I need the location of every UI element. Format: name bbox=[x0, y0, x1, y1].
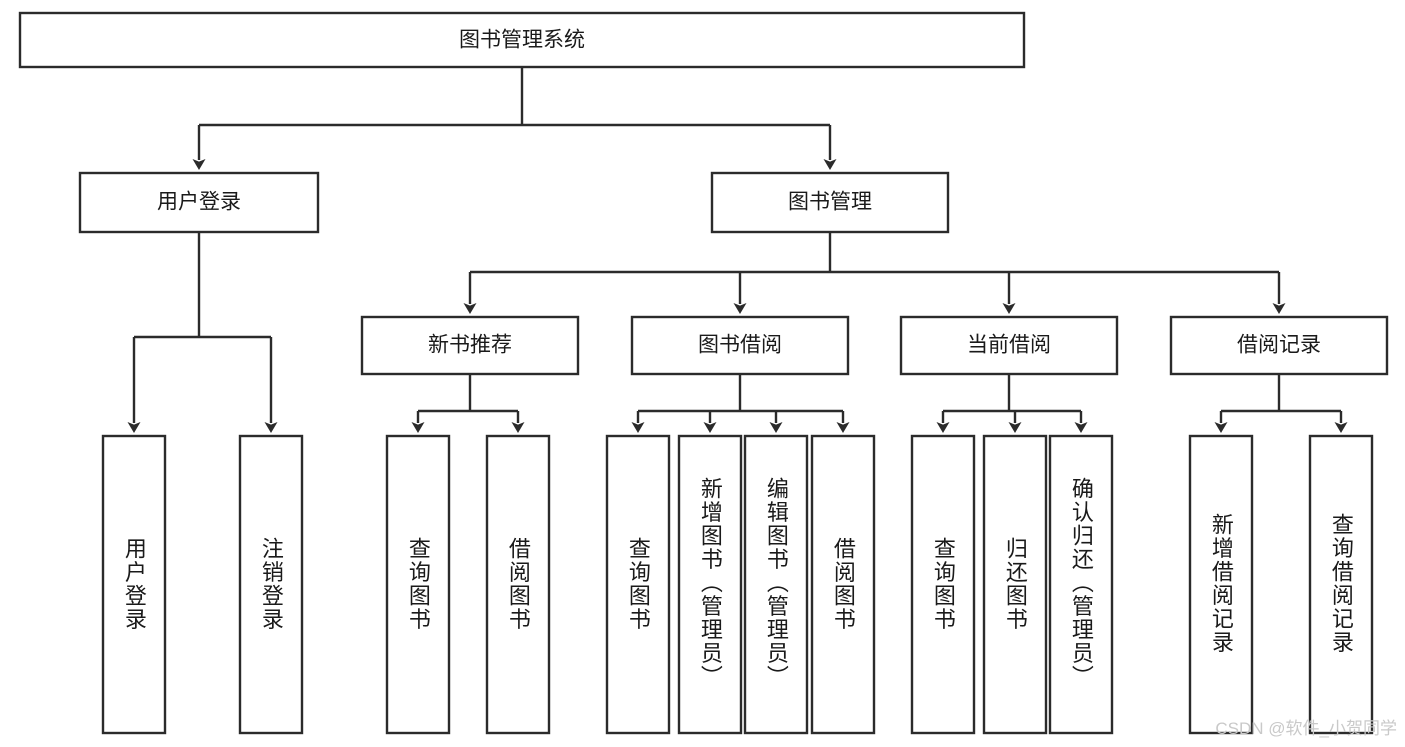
node-borrow-record-label: 借阅记录 bbox=[1237, 334, 1321, 357]
leaf-node-box[interactable] bbox=[910, 434, 976, 735]
leaf-node-box[interactable] bbox=[385, 434, 451, 735]
leaf-node-box[interactable] bbox=[743, 434, 809, 735]
connector-book-borrow-to-leaves bbox=[631, 374, 850, 433]
node-book-management[interactable]: 图书管理 bbox=[710, 171, 950, 234]
node-book-borrow[interactable]: 图书借阅 bbox=[630, 315, 850, 376]
node-user-login-label: 用户登录 bbox=[157, 191, 241, 214]
leaf-node-group bbox=[101, 434, 1374, 735]
node-current-borrow-box bbox=[899, 315, 1119, 376]
leaf-node-box[interactable] bbox=[238, 434, 304, 735]
connector-new-book-recommend-to-leaves bbox=[411, 374, 525, 433]
leaf-node-box[interactable] bbox=[1048, 434, 1114, 735]
leaf-node-box[interactable] bbox=[101, 434, 167, 735]
node-book-borrow-label: 图书借阅 bbox=[698, 334, 782, 357]
node-user-login-box bbox=[78, 171, 320, 234]
leaf-node-box[interactable] bbox=[605, 434, 671, 735]
watermark-text: CSDN @软件_小贺同学 bbox=[1215, 719, 1397, 738]
node-root-box bbox=[18, 11, 1026, 69]
node-root-label: 图书管理系统 bbox=[459, 29, 585, 52]
node-current-borrow[interactable]: 当前借阅 bbox=[899, 315, 1119, 376]
node-book-management-label: 图书管理 bbox=[788, 191, 872, 214]
node-new-book-recommend-label: 新书推荐 bbox=[428, 334, 512, 357]
connector-book-management-to-level3 bbox=[463, 232, 1286, 314]
node-root[interactable]: 图书管理系统 bbox=[18, 11, 1026, 69]
connector-user-login-to-leaves bbox=[127, 232, 278, 433]
leaf-node-box[interactable] bbox=[982, 434, 1048, 735]
node-new-book-recommend-box bbox=[360, 315, 580, 376]
leaf-node-box[interactable] bbox=[1188, 434, 1254, 735]
node-user-login[interactable]: 用户登录 bbox=[78, 171, 320, 234]
connector-root-to-level2 bbox=[192, 67, 837, 170]
leaf-node-box[interactable] bbox=[1308, 434, 1374, 735]
leaf-node-box[interactable] bbox=[810, 434, 876, 735]
node-current-borrow-label: 当前借阅 bbox=[967, 334, 1051, 357]
connector-current-borrow-to-leaves bbox=[936, 374, 1088, 433]
leaf-node-box[interactable] bbox=[677, 434, 743, 735]
leaf-node-box[interactable] bbox=[485, 434, 551, 735]
connector-borrow-record-to-leaves bbox=[1214, 374, 1348, 433]
node-borrow-record[interactable]: 借阅记录 bbox=[1169, 315, 1389, 376]
node-new-book-recommend[interactable]: 新书推荐 bbox=[360, 315, 580, 376]
